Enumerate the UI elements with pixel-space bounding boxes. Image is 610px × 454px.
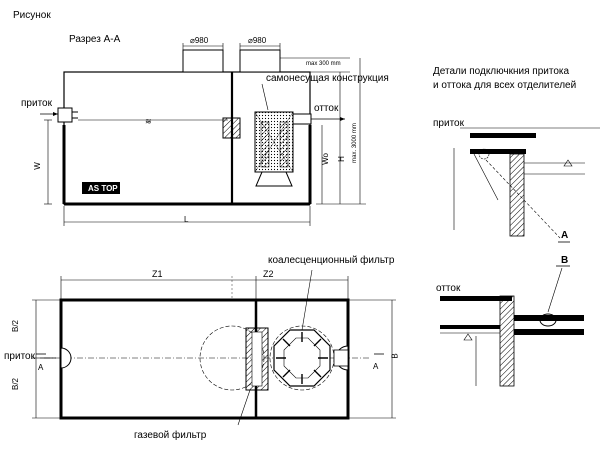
inlet-pipe	[57, 107, 73, 123]
figure-title: Рисунок	[13, 10, 51, 21]
dim-max: max. 3000 mm	[351, 123, 358, 163]
dim-w: W	[32, 162, 42, 170]
dim-z1: Z1	[152, 269, 163, 279]
max-300-label: max 300 mm	[306, 61, 341, 67]
svg-text:≋: ≋	[145, 117, 152, 126]
detail-inflow	[453, 127, 600, 243]
detail-outflow-label: отток	[436, 283, 461, 294]
brand-label: AS TOP	[88, 184, 118, 193]
dim-z2: Z2	[263, 269, 274, 279]
details-title-line2: и оттока для всех отделителей	[433, 80, 577, 91]
dim-b-half-top: B/2	[11, 319, 21, 333]
details-title-line1: Детали подключкния притока	[433, 66, 570, 77]
section-a-left: A	[38, 363, 44, 372]
section-outflow-label: отток	[314, 103, 339, 114]
detail-b-label: B	[561, 255, 569, 266]
section-inflow-label: приток	[21, 98, 52, 109]
gas-filter-section	[222, 117, 241, 139]
section-label: Разрез А-А	[69, 34, 121, 45]
manhole-2	[239, 49, 281, 73]
manhole-2-diameter: ⌀980	[248, 36, 267, 45]
gas-filter-label: газевой фильтр	[134, 430, 207, 441]
section-a-right: A	[373, 362, 379, 371]
detail-a-label: A	[561, 230, 569, 241]
dim-b-half-bottom: B/2	[11, 377, 21, 391]
plan-inflow-label: приток	[4, 351, 35, 362]
dim-b: B	[390, 353, 400, 359]
manhole-1	[182, 49, 224, 73]
brand-plate	[82, 182, 120, 194]
inlet-plan	[60, 347, 72, 369]
coalescing-filter-label: коалесценционный фильтр	[268, 255, 395, 266]
dim-l: L	[184, 215, 189, 224]
dim-wo: Wo	[320, 153, 330, 165]
manhole-1-diameter: ⌀980	[190, 36, 209, 45]
outlet-pipe	[292, 113, 312, 125]
self-supporting-label: самонесущая конструкция	[266, 73, 389, 84]
plan-view	[32, 269, 396, 426]
dim-h: H	[336, 156, 346, 162]
section-view: ≋	[40, 43, 366, 226]
detail-outflow	[440, 265, 584, 387]
detail-inflow-label: приток	[433, 118, 464, 129]
